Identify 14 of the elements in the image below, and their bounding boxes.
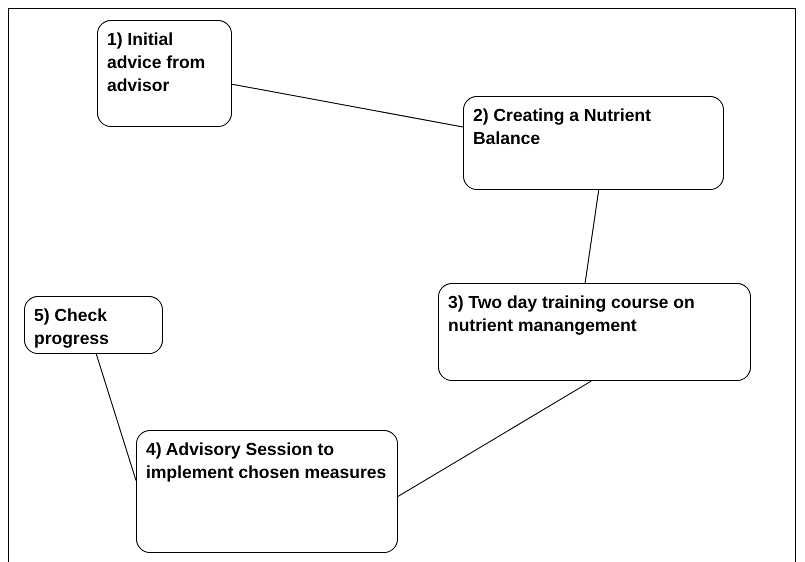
process-box [463,96,724,190]
step-text: 5) Check progress [34,304,110,350]
connector-line [96,354,136,481]
process-box [24,296,163,354]
step-text: 4) Advisory Session to implement chosen measures [146,438,388,484]
process-box [136,430,398,553]
process-box [97,20,232,127]
connector-line [584,190,600,284]
connector-line [398,380,592,497]
step-text: 2) Creating a Nutrient Balance [473,104,652,150]
step-text: 3) Two day training course on nutrient manangement [448,291,696,337]
connector-line [232,84,464,128]
step-text: 1) Initial advice from advisor [107,28,206,97]
process-box [438,283,751,381]
